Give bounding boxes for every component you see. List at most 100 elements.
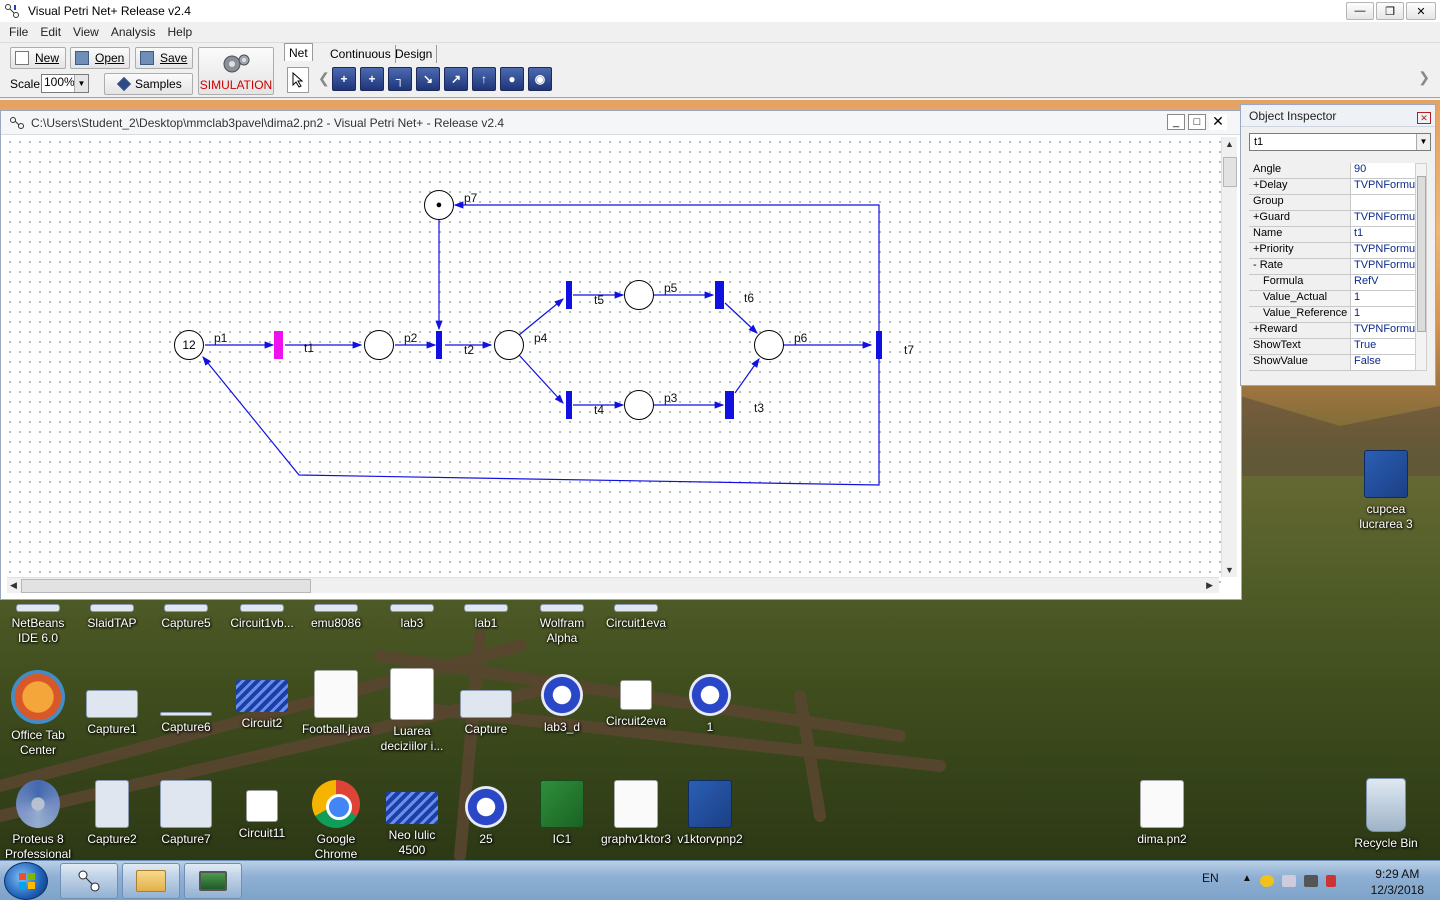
add-place-tool[interactable]: +	[332, 67, 356, 91]
add-transition-tool[interactable]: +	[360, 67, 384, 91]
scroll-down-icon[interactable]: ▼	[1225, 565, 1234, 575]
desktop-icon[interactable]: lab3	[374, 604, 450, 631]
scroll-right-icon[interactable]: ▶	[1206, 580, 1213, 590]
simulation-button[interactable]: SIMULATION	[198, 47, 274, 95]
transition-t3[interactable]	[725, 391, 734, 419]
scroll-right-icon[interactable]: ❯	[1418, 69, 1430, 85]
transition-t4[interactable]	[566, 391, 572, 419]
desktop-icon[interactable]: Capture2	[74, 780, 150, 847]
transition-t1[interactable]	[274, 331, 283, 359]
desktop-icon[interactable]: Capture5	[148, 604, 224, 631]
remove-token-tool[interactable]: ◉	[528, 67, 552, 91]
property-value[interactable]: True	[1351, 339, 1417, 354]
property-value[interactable]: 90	[1351, 163, 1417, 178]
desktop-icon[interactable]: Circuit2	[224, 680, 300, 731]
menu-view[interactable]: View	[73, 25, 99, 39]
clock[interactable]: 9:29 AM 12/3/2018	[1371, 866, 1424, 898]
reset-arc-tool[interactable]: ↑	[472, 67, 496, 91]
desktop-icon[interactable]: Luarea deciziilor i...	[374, 668, 450, 754]
inspector-scrollbar[interactable]	[1415, 163, 1427, 371]
desktop-icon[interactable]: 1	[672, 674, 748, 735]
desktop-icon[interactable]: lab1	[448, 604, 524, 631]
property-value[interactable]: TVPNFormu	[1351, 323, 1417, 338]
tab-net[interactable]: Net	[284, 43, 313, 61]
desktop-icon[interactable]: Google Chrome	[298, 780, 374, 862]
show-hidden-icons-icon[interactable]: ▲	[1242, 873, 1252, 884]
vertical-scroll-thumb[interactable]	[1223, 157, 1237, 187]
tab-design[interactable]: Design	[391, 45, 438, 63]
place-p6[interactable]	[754, 330, 784, 360]
desktop-icon[interactable]: Circuit11	[224, 790, 300, 841]
property-value[interactable]: TVPNFormu	[1351, 259, 1417, 274]
desktop-icon[interactable]: graphv1ktor3	[598, 780, 674, 847]
desktop-icon[interactable]: Circuit2eva	[598, 680, 674, 729]
place-p2[interactable]	[364, 330, 394, 360]
desktop-icon[interactable]: Football.java	[298, 670, 374, 737]
start-button[interactable]	[4, 862, 48, 900]
desktop-icon[interactable]: lab3_d	[524, 674, 600, 735]
horizontal-scrollbar[interactable]: ◀ ▶	[7, 577, 1219, 593]
scale-select[interactable]: 100% ▼	[41, 74, 89, 93]
samples-button[interactable]: Samples	[104, 73, 193, 95]
desktop-icon[interactable]: Circuit1vb...	[224, 604, 300, 631]
scroll-left-icon[interactable]: ◀	[10, 580, 17, 590]
property-value[interactable]	[1351, 195, 1417, 210]
horizontal-scroll-thumb[interactable]	[21, 579, 311, 593]
desktop-icon[interactable]: Capture1	[74, 690, 150, 737]
place-p1[interactable]: 12	[174, 330, 204, 360]
desktop-icon[interactable]: Wolfram Alpha	[524, 604, 600, 646]
transition-t2[interactable]	[436, 331, 442, 359]
transition-t6[interactable]	[715, 281, 724, 309]
inspector-close-button[interactable]: ✕	[1417, 112, 1431, 124]
minimize-button[interactable]: —	[1346, 2, 1374, 20]
test-arc-tool[interactable]: ↗	[444, 67, 468, 91]
property-value[interactable]: TVPNFormu	[1351, 243, 1417, 258]
add-arc-tool[interactable]: ┐	[388, 67, 412, 91]
desktop-icon[interactable]: Capture6	[148, 712, 224, 735]
property-value[interactable]: TVPNFormu	[1351, 211, 1417, 226]
menu-file[interactable]: File	[9, 25, 29, 39]
desktop-icon[interactable]: 25	[448, 786, 524, 847]
desktop-icon[interactable]: v1ktorvpnp2	[672, 780, 748, 847]
desktop-icon[interactable]: Neo Iulic 4500	[374, 792, 450, 858]
transition-t5[interactable]	[566, 281, 572, 309]
place-p4[interactable]	[494, 330, 524, 360]
menu-help[interactable]: Help	[167, 25, 193, 39]
token-tool[interactable]: ●	[500, 67, 524, 91]
save-button[interactable]: Save	[135, 47, 193, 69]
inhibitor-arc-tool[interactable]: ↘	[416, 67, 440, 91]
object-select[interactable]: t1 ▼	[1249, 133, 1431, 151]
display-icon[interactable]	[1304, 875, 1318, 887]
taskbar-remote-app[interactable]	[184, 863, 242, 899]
doc-minimize-button[interactable]: _	[1167, 114, 1185, 130]
desktop-icon[interactable]: Capture	[448, 690, 524, 737]
maximize-button[interactable]: ❐	[1376, 2, 1404, 20]
volume-icon[interactable]	[1282, 875, 1296, 887]
desktop-icon[interactable]: Office Tab Center	[0, 670, 76, 758]
scroll-left-icon[interactable]: ❮	[318, 70, 330, 86]
property-value[interactable]: RefV	[1351, 275, 1417, 290]
property-value[interactable]: t1	[1351, 227, 1417, 242]
doc-maximize-button[interactable]: □	[1188, 114, 1206, 130]
vertical-scrollbar[interactable]: ▲ ▼	[1221, 137, 1237, 577]
property-value[interactable]: False	[1351, 355, 1417, 370]
place-p7[interactable]: ●	[424, 190, 454, 220]
taskbar-file-explorer[interactable]	[122, 863, 180, 899]
transition-t7[interactable]	[876, 331, 882, 359]
open-button[interactable]: Open	[70, 47, 130, 69]
place-p5[interactable]	[624, 280, 654, 310]
desktop-icon[interactable]: dima.pn2	[1124, 780, 1200, 847]
desktop-icon[interactable]: emu8086	[298, 604, 374, 631]
inspector-scroll-thumb[interactable]	[1417, 176, 1426, 332]
tab-continuous[interactable]: Continuous	[326, 45, 396, 63]
property-row[interactable]: Group	[1249, 195, 1417, 211]
petri-net-canvas[interactable]: 12 ● p1 p2 p3 p4 p5 p6 p7 t1 t2 t3 t4 t5…	[5, 137, 1221, 585]
